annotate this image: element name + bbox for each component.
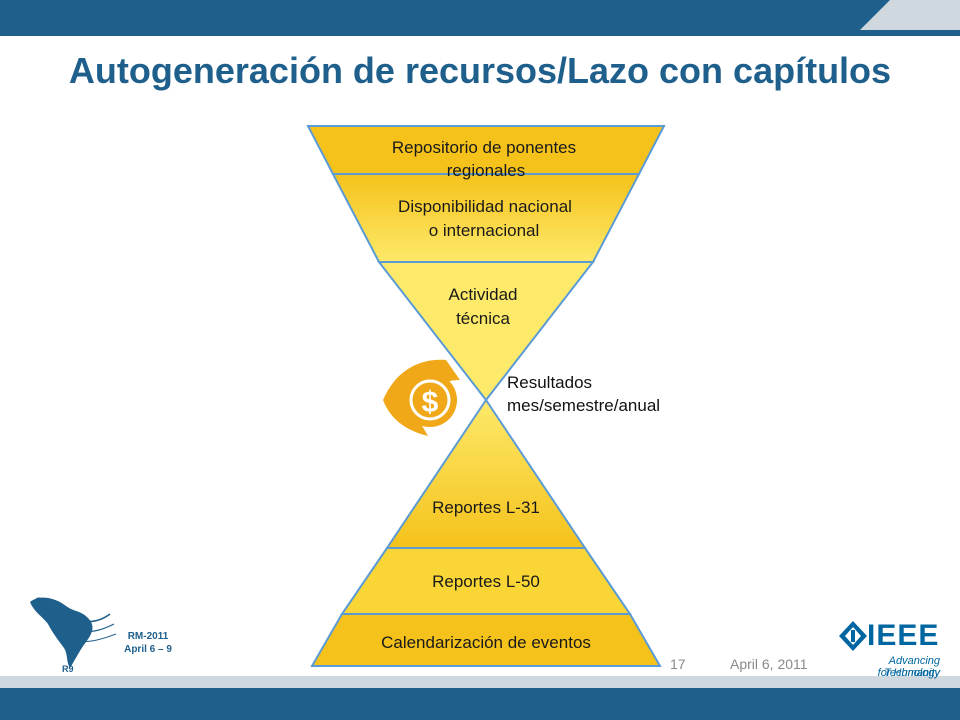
footer-date: April 6, 2011 [730, 656, 808, 672]
dollar-coin-icon: $ [383, 359, 460, 436]
top-bar [0, 0, 960, 36]
page-number: 17 [670, 656, 686, 672]
ieee-tagline-1: Advancing Technology [884, 655, 940, 679]
svg-text:$: $ [422, 386, 439, 419]
ieee-tagline-2: for Humanity [877, 667, 940, 679]
event-dates: April 6 – 9 [124, 644, 172, 655]
ieee-wordmark: IEEE [867, 619, 940, 652]
band-label-repositorio-1: Repositorio de ponentes [392, 138, 576, 157]
results-label-1: Resultados [507, 373, 592, 392]
funnel-band-disponibilidad [331, 173, 641, 263]
band-label-actividad-2: técnica [456, 309, 510, 328]
ieee-diamond-icon [839, 621, 867, 651]
latin-america-map-icon [30, 597, 117, 668]
band-label-disponibilidad-1: Disponibilidad nacional [398, 197, 572, 216]
band-label-reportes-l31: Reportes L-31 [432, 498, 540, 517]
slide-title: Autogeneración de recursos/Lazo con capí… [68, 50, 892, 91]
bottom-bar [0, 688, 960, 720]
band-label-reportes-l50: Reportes L-50 [432, 572, 540, 591]
results-label-2: mes/semestre/anual [507, 396, 660, 415]
band-label-calendarizacion: Calendarización de eventos [381, 633, 591, 652]
band-label-disponibilidad-2: o internacional [429, 221, 540, 240]
band-label-actividad-1: Actividad [449, 285, 518, 304]
funnel-band-actividad [376, 261, 596, 402]
bottom-stripe [0, 676, 960, 688]
region-label: R9 [62, 664, 74, 674]
event-title: RM-2011 [127, 631, 169, 642]
funnel-band-calendarizacion [310, 613, 662, 667]
band-label-repositorio-2: regionales [447, 161, 525, 180]
